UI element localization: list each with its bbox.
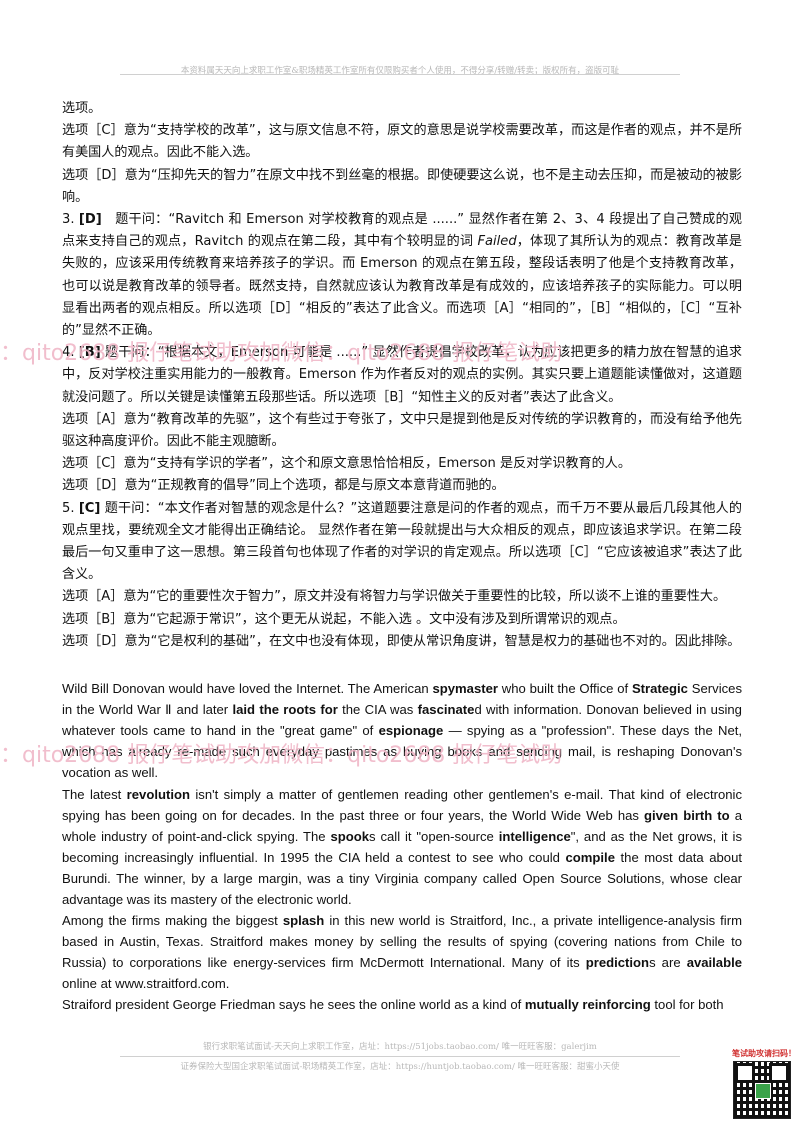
paragraph: 选项［D］意为“压抑先天的智力”在原文中找不到丝毫的根据。即使硬要这么说，也不是… xyxy=(62,165,742,209)
text-run: who built the Office of xyxy=(497,681,632,697)
paragraph: Straiford president George Friedman says… xyxy=(62,994,742,1015)
bold-term: spymaster xyxy=(432,681,498,697)
bold-term: revolution xyxy=(126,786,190,802)
bold-term: mutually reinforcing xyxy=(524,997,651,1013)
bold-term: given birth to xyxy=(643,807,730,823)
footer-line-1: 银行求职笔试面试-天天向上求职工作室，店址：https://51jobs.tao… xyxy=(203,1042,597,1052)
bold-term: available xyxy=(686,955,743,971)
text-run: 选项［D］意为“它是权利的基础”，在文中也没有体现，即使从常识角度讲，智慧是权力… xyxy=(62,633,741,649)
text-run: Wild Bill Donovan would have loved the I… xyxy=(62,681,433,697)
text-run: s are xyxy=(649,955,687,971)
text-run: d with information. Donovan believed in … xyxy=(62,702,742,739)
footer-rule xyxy=(120,1056,680,1057)
bold-term: spook xyxy=(330,828,370,844)
paragraph: 选项［D］意为“正规教育的倡导”同上个选项，都是与原文本意背道而驰的。 xyxy=(62,475,742,497)
text-run: 选项。 xyxy=(62,101,102,116)
footer-line-2: 证券保险大型国企求职笔试面试-职场精英工作室，店址：https://huntjo… xyxy=(180,1062,620,1072)
text-run: 题干问：“Ravitch 和 Emerson 对学校教育的观点是 ......”… xyxy=(62,212,742,250)
paragraph: The latest revolution isn't simply a mat… xyxy=(62,784,742,911)
qr-code-icon xyxy=(733,1061,791,1119)
text-run: 选项［C］意为“支持学校的改革”，这与原文信息不符，原文的意思是说学校需要改革，… xyxy=(62,123,742,161)
paragraph: 5. [C] 题干问：“本文作者对智慧的观念是什么？”这道题要注意是问的作者的观… xyxy=(62,498,742,587)
answer-label: [B] xyxy=(78,345,101,361)
document-body: 选项。选项［C］意为“支持学校的改革”，这与原文信息不符，原文的意思是说学校需要… xyxy=(62,98,742,1016)
paragraph: Among the firms making the biggest splas… xyxy=(62,910,742,994)
paragraph: 选项［B］意为“它起源于常识”，这个更无从说起，不能入选 。文中没有涉及到所谓常… xyxy=(62,609,742,631)
bold-term: laid the roots for xyxy=(232,702,338,718)
bold-term: Strategic xyxy=(631,681,688,697)
bold-term: intelligence xyxy=(498,828,571,844)
bold-term: prediction xyxy=(585,955,650,971)
paragraph: 选项。 xyxy=(62,98,742,120)
text-run: Straiford president George Friedman says… xyxy=(62,997,525,1013)
answer-label: [D] xyxy=(78,212,102,228)
text-run: tool for both xyxy=(650,997,724,1013)
section-gap xyxy=(62,653,742,678)
text-run: ，体现了其所认为的观点：教育改革是失败的，应该采用传统教育来培养孩子的学识。而 … xyxy=(62,234,742,339)
text-run: 题干问：“根据本文，Emerson 可能是 ......” 显然作者提倡学校改革… xyxy=(62,345,742,405)
emphasis-word: Failed xyxy=(477,234,517,250)
text-run: the most data about Burundi. The winner,… xyxy=(62,849,742,908)
text-run: a whole industry of point-and-click spyi… xyxy=(62,807,742,844)
text-run: 选项［D］意为“正规教育的倡导”同上个选项，都是与原文本意背道而驰的。 xyxy=(62,478,505,494)
bold-term: compile xyxy=(565,849,615,865)
text-run: the CIA was xyxy=(337,702,418,718)
text-run: ", and as the Net grows, it is becoming … xyxy=(62,828,742,865)
paragraph: 4. [B] 题干问：“根据本文，Emerson 可能是 ......” 显然作… xyxy=(62,342,742,409)
text-run: 选项［A］意为“教育改革的先驱”，这个有些过于夸张了，文中只是提到他是反对传统的… xyxy=(62,411,742,450)
bold-term: fascinate xyxy=(417,702,475,718)
qr-logo-icon xyxy=(755,1083,771,1099)
text-run: — spying as a "profession". These days t… xyxy=(62,723,742,781)
qr-title: 笔试助攻请扫码！ xyxy=(732,1049,796,1058)
chinese-explanations: 选项。选项［C］意为“支持学校的改革”，这与原文信息不符，原文的意思是说学校需要… xyxy=(62,98,742,653)
bold-term: splash xyxy=(282,913,325,929)
paragraph: Wild Bill Donovan would have loved the I… xyxy=(62,678,742,783)
text-run: 选项［D］意为“压抑先天的智力”在原文中找不到丝毫的根据。即使硬要这么说，也不是… xyxy=(62,167,742,205)
paragraph: 3. [D] 题干问：“Ravitch 和 Emerson 对学校教育的观点是 … xyxy=(62,209,742,342)
text-run: 题干问：“本文作者对智慧的观念是什么？”这道题要注意是问的作者的观点，而千万不要… xyxy=(62,500,742,583)
text-run: The latest xyxy=(62,786,127,802)
text-run: 3. xyxy=(62,212,79,228)
text-run: s call it "open-source xyxy=(369,828,499,844)
paragraph: 选项［A］意为“它的重要性次于智力”，原文并没有将智力与学识做关于重要性的比较，… xyxy=(62,586,742,608)
text-run: 选项［C］意为“支持有学识的学者”，这个和原文意思恰恰相反，Emerson 是反… xyxy=(62,456,631,472)
bold-term: espionage xyxy=(378,723,444,739)
qr-code-block: 笔试助攻请扫码！ xyxy=(732,1048,796,1119)
paragraph: 选项［C］意为“支持学校的改革”，这与原文信息不符，原文的意思是说学校需要改革，… xyxy=(62,120,742,164)
paragraph: 选项［C］意为“支持有学识的学者”，这个和原文意思恰恰相反，Emerson 是反… xyxy=(62,453,742,475)
text-run: 5. xyxy=(62,500,79,516)
text-run: in this new world is Straitford, Inc., a… xyxy=(62,913,742,971)
paragraph: 选项［D］意为“它是权利的基础”，在文中也没有体现，即使从常识角度讲，智慧是权力… xyxy=(62,631,742,653)
text-run: isn't simply a matter of gentlemen readi… xyxy=(62,786,742,823)
answer-label: [C] xyxy=(78,500,101,516)
header-rule xyxy=(120,74,680,75)
paragraph: 选项［A］意为“教育改革的先驱”，这个有些过于夸张了，文中只是提到他是反对传统的… xyxy=(62,409,742,453)
text-run: 4. xyxy=(62,345,79,361)
text-run: 选项［A］意为“它的重要性次于智力”，原文并没有将智力与学识做关于重要性的比较，… xyxy=(62,589,727,605)
english-passage: Wild Bill Donovan would have loved the I… xyxy=(62,678,742,1016)
text-run: 选项［B］意为“它起源于常识”，这个更无从说起，不能入选 。文中没有涉及到所谓常… xyxy=(62,611,626,627)
page-header: 本资料属天天向上求职工作室&职场精英工作室所有仅限购买者个人使用，不得分享/转赠… xyxy=(180,66,620,76)
text-run: Services in the World War Ⅱ and later xyxy=(62,681,742,718)
text-run: Among the firms making the biggest xyxy=(62,913,283,929)
text-run: online at www.straitford.com. xyxy=(62,976,230,992)
